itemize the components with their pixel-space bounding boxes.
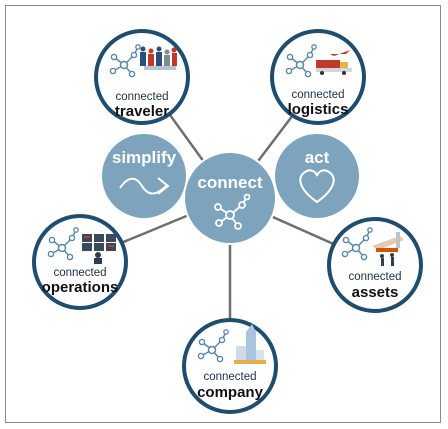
company-prefix: connected xyxy=(203,371,256,383)
assets-label: assets xyxy=(352,284,399,301)
action-simplify: simplify xyxy=(102,134,186,218)
people-illustration xyxy=(140,46,177,70)
node-logistics: connected logistics xyxy=(270,29,366,125)
hub-connect: connect xyxy=(183,151,277,245)
node-company: connected company xyxy=(182,318,278,414)
node-assets: connected assets xyxy=(327,217,423,313)
logistics-label: logistics xyxy=(288,101,349,118)
control-room-illustration xyxy=(82,234,116,264)
operations-label: operations xyxy=(42,279,119,296)
hub-label: connect xyxy=(197,173,263,192)
truck-and-plane-illustration xyxy=(316,50,352,75)
office-building-illustration xyxy=(234,324,266,364)
traveler-label: traveler xyxy=(115,103,169,120)
logistics-prefix: connected xyxy=(291,89,344,101)
traveler-prefix: connected xyxy=(115,91,168,103)
wave-arrow-icon xyxy=(119,177,170,195)
operations-prefix: connected xyxy=(53,267,106,279)
node-operations: connected operations xyxy=(32,214,128,310)
action-act-label: act xyxy=(305,148,330,167)
action-act: act xyxy=(275,134,359,218)
hub-network-icon xyxy=(214,193,251,230)
aircraft-maintenance-illustration xyxy=(372,232,404,266)
company-label: company xyxy=(197,384,264,401)
heart-icon xyxy=(299,169,335,204)
assets-prefix: connected xyxy=(348,271,401,283)
action-simplify-label: simplify xyxy=(112,148,177,167)
node-traveler: connected traveler xyxy=(94,29,190,125)
